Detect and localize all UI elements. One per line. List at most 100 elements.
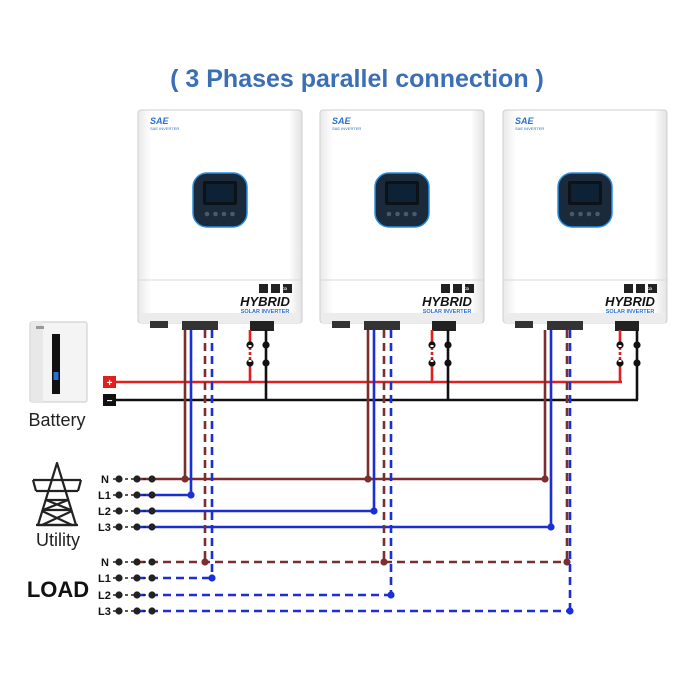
inverter-badge-1 [624,284,633,293]
inverter-lcd-badge-label: LCD [462,287,470,291]
wires-group [113,330,641,615]
inverter-button-4 [412,211,417,217]
inverter-2-battery-breaker-neg-bottom [444,359,452,367]
utility-line-label-l1: L1 [98,490,111,502]
inverter-3-input-neutral-junction [541,475,549,483]
inverter-lcd-content [206,184,234,202]
inverter-1-output-neutral-junction [201,558,209,566]
inverter-button-3 [221,211,227,217]
inverter-bottom-panel [140,313,300,323]
inverter-1-input-phase-junction [187,491,195,499]
inverter-brand-text: SAE INVERTER [332,126,361,131]
inverter-bottom-panel [322,313,482,323]
utility-line-label-l2: L2 [98,506,111,518]
inverter-button-3 [403,211,409,217]
battery-negative-sign: − [107,396,113,407]
inverter-badge-2 [271,284,280,293]
load-line-label-l3: L3 [98,606,111,618]
inverter-ac-terminal [364,321,400,330]
load-line-label-l2: L2 [98,590,111,602]
utility-line-label-l3: L3 [98,522,111,534]
utility-line-labels: N L1 L2 L3 [98,474,111,534]
inverter-button-3 [586,211,592,217]
inverter-lcd-content [388,184,416,202]
battery-label: Battery [28,410,85,430]
utility-label: Utility [36,530,80,550]
inverter-product-subtitle: SOLAR INVERTER [606,309,655,315]
battery-positive-terminal [103,376,116,388]
inverter-product-name: HYBRID [240,294,290,309]
inverter-lcd-badge-label: LCD [645,287,653,291]
inverter-lcd-content [571,184,599,202]
battery [29,321,88,403]
inverter-2-input-neutral-junction [364,475,372,483]
inverter-product-name: HYBRID [422,294,472,309]
inverter-2-battery-breaker-neg-top [444,341,452,349]
inverter-2-output-neutral-junction [380,558,388,566]
inverter-badge-1 [441,284,450,293]
load-label: LOAD [27,577,89,602]
inverter-button-4 [595,211,600,217]
inverter-ac-terminal [182,321,218,330]
inverter-dc-terminal [615,321,639,331]
inverter-brand-text: SAE INVERTER [150,126,179,131]
inverter-1-battery-breaker-neg-top [262,341,270,349]
inverter-button-4 [230,211,235,217]
utility-tower-icon [31,461,83,527]
inverter-1-battery-breaker-pos-bottom [246,359,254,367]
inverter-brand-text: SAE INVERTER [515,126,544,131]
inverter-button-1 [204,211,210,217]
battery-positive-sign: + [107,378,113,389]
battery-badge [36,326,44,329]
inverter-product-name: HYBRID [605,294,655,309]
inverter-logo: SAE [332,116,352,126]
inverter-badge-3 [283,284,292,293]
battery-side [31,322,43,402]
inverter-2-battery-breaker-pos-bottom [428,359,436,367]
inverter-badge-3 [465,284,474,293]
load-line-label-n: N [101,557,109,569]
inverter-logo: SAE [150,116,170,126]
inverter-3-battery-breaker-neg-bottom [633,359,641,367]
inverter-button-1 [569,211,575,217]
diagram-title: ( 3 Phases parallel connection ) [170,65,544,93]
inverter-3-battery-breaker-pos-bottom [616,359,624,367]
load-line-label-l1: L1 [98,573,111,585]
inverter-dc-terminal [432,321,456,331]
inverter-product-subtitle: SOLAR INVERTER [423,309,472,315]
inverter-3-input-phase-junction [547,523,555,531]
inverter-product-subtitle: SOLAR INVERTER [241,309,290,315]
inverter-port-left [515,321,533,328]
inverter-port-left [150,321,168,328]
load-line-labels: N L1 L2 L3 [98,557,111,618]
inverter-badge-2 [453,284,462,293]
inverter-badge-2 [636,284,645,293]
inverter-port-left [332,321,350,328]
inverter-button-2 [213,211,218,217]
inverter-1-input-neutral-junction [181,475,189,483]
inverter-3-output-neutral-junction [563,558,571,566]
battery-stripe [52,334,60,394]
inverter-button-2 [395,211,400,217]
inverter-logo: SAE [515,116,535,126]
inverter-lcd-badge-label: LCD [280,287,288,291]
inverter-2-input-phase-junction [370,507,378,515]
inverter-2-output-phase-junction [387,591,395,599]
battery-negative-terminal [103,394,116,406]
inverter-badge-3 [648,284,657,293]
inverter-dc-terminal [250,321,274,331]
inverter-button-1 [386,211,392,217]
inverter-3-output-phase-junction [566,607,574,615]
inverter-1-output-phase-junction [208,574,216,582]
battery-indicator [53,372,59,380]
inverter-ac-terminal [547,321,583,330]
inverter-3-battery-breaker-neg-top [633,341,641,349]
inverter-button-2 [578,211,583,217]
utility-line-label-n: N [101,474,109,486]
inverter-badge-1 [259,284,268,293]
